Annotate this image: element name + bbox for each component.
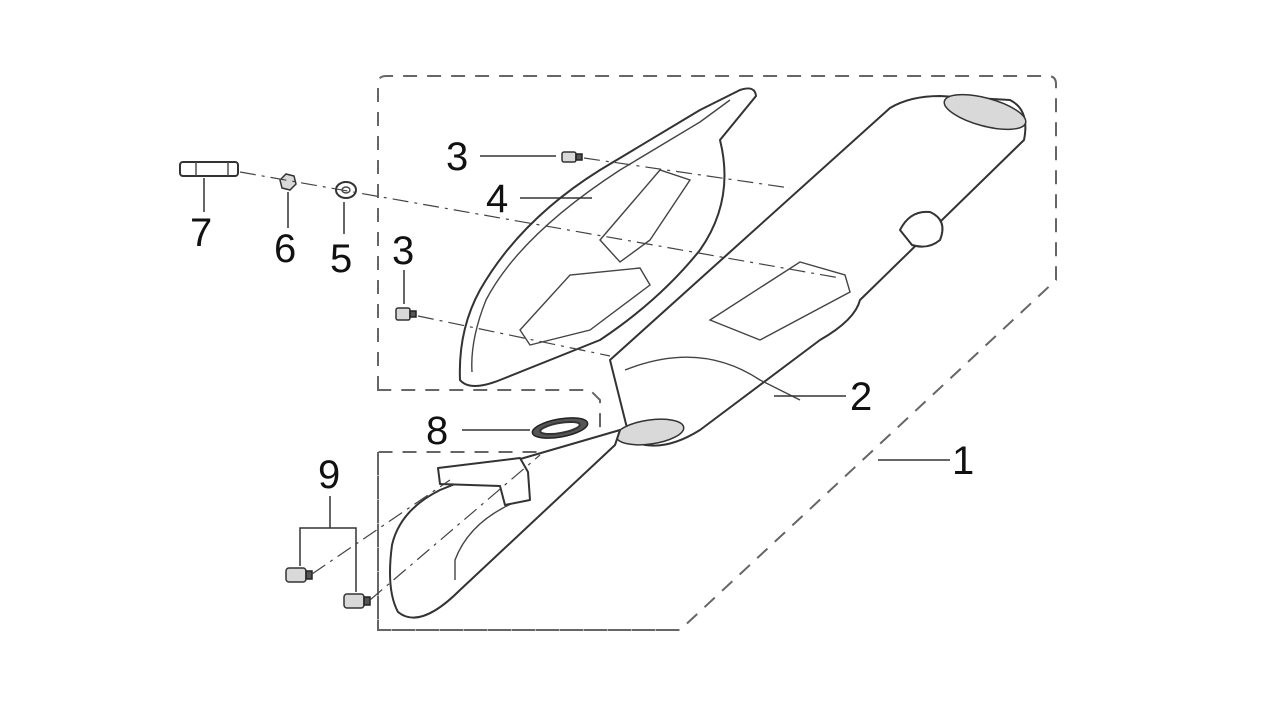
- flange-nut-left: [285, 567, 313, 583]
- muffler-assembly: [389, 93, 1027, 619]
- exhaust-downpipe: [389, 429, 621, 619]
- callout-5: 5: [330, 237, 352, 281]
- callout-3-lower: 3: [392, 229, 414, 273]
- heat-shield-bracket: [708, 261, 851, 341]
- axis-nut-left: [311, 479, 451, 575]
- screw-upper: [561, 151, 583, 163]
- upper-group-boundary: [377, 75, 1057, 631]
- axis-screw-upper: [583, 157, 791, 189]
- axis-nut-right: [369, 454, 541, 601]
- muffler-canister: [609, 95, 1027, 447]
- muffler-seam: [624, 356, 801, 401]
- axis-bolt: [239, 171, 841, 279]
- leader-9: [299, 496, 357, 592]
- heat-shield-inner-rim: [471, 99, 731, 373]
- callout-8: 8: [426, 409, 448, 453]
- tailpipe-outlet: [899, 210, 944, 248]
- bolt: [179, 161, 239, 177]
- heat-shield-cutout-upper: [599, 169, 692, 263]
- callout-4: 4: [486, 177, 508, 221]
- flange-nut-right: [343, 593, 371, 609]
- gasket: [531, 417, 589, 439]
- callout-3-upper: 3: [446, 135, 468, 179]
- callout-1: 1: [952, 439, 974, 483]
- callout-2: 2: [850, 375, 872, 419]
- exhaust-flange: [437, 457, 531, 506]
- callout-6: 6: [274, 227, 296, 271]
- heat-shield-cutout-lower: [519, 267, 651, 346]
- washer: [335, 181, 357, 199]
- callout-9: 9: [318, 453, 340, 497]
- lower-group-boundary: [377, 452, 680, 631]
- callout-7: 7: [190, 211, 212, 255]
- muffler-end-cap: [943, 93, 1027, 131]
- axis-screw-lower: [417, 315, 611, 357]
- screw-lower: [395, 307, 417, 321]
- nut: [279, 173, 297, 191]
